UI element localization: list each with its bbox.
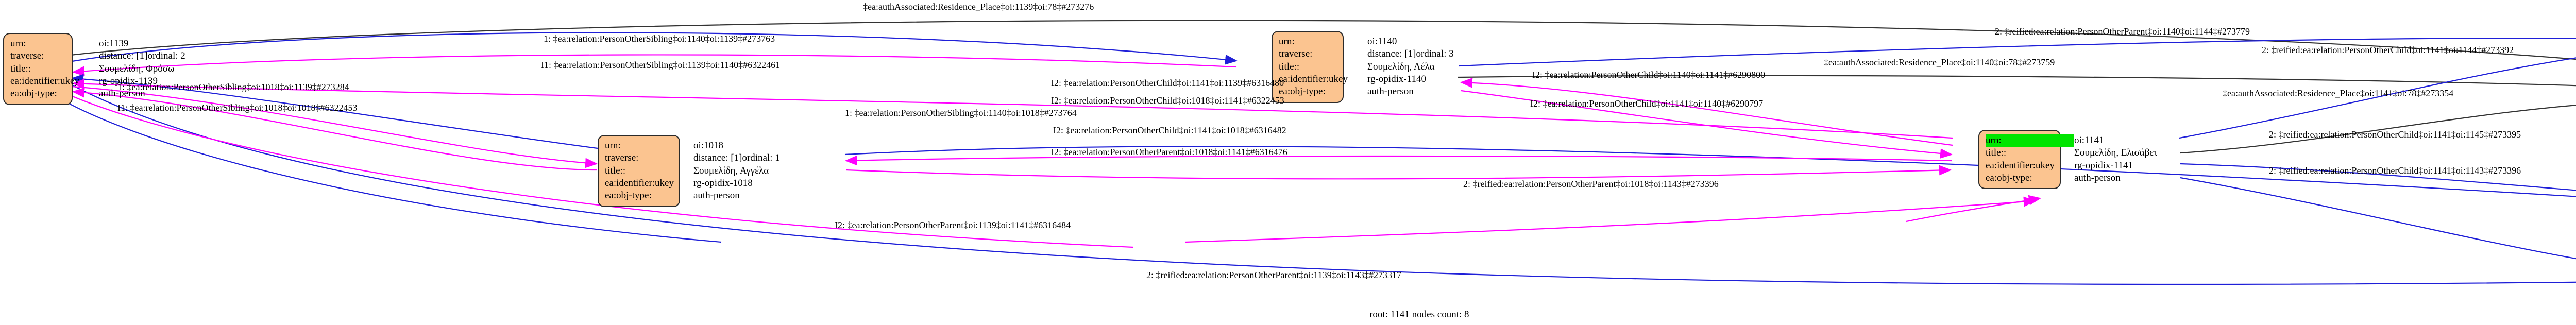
field-label-title: title::: [1986, 147, 2007, 159]
edge-label-5: 2: ‡reified:ea:relation:PersonOtherChild…: [2262, 45, 2514, 55]
node-1140-urn: oi:1140: [1367, 36, 1397, 47]
field-label-ukey: ea:identifier:ukey: [605, 177, 674, 189]
edge-label-11: I2: ‡ea:relation:PersonOtherChild‡oi:101…: [1051, 95, 1284, 106]
edge-label-7: I2: ‡ea:relation:PersonOtherChild‡oi:114…: [1051, 78, 1284, 88]
edge-label-6: ‡ea:authAssociated:Residence_Place‡oi:11…: [1824, 57, 2055, 67]
node-1018-row-ukey: ea:identifier:ukey rg-opidix-1018: [605, 177, 753, 190]
node-1140-row-urn: urn: oi:1140: [1279, 36, 1397, 48]
node-1018-title: Σουμελίδη, Αγγέλα: [693, 165, 769, 176]
field-label-objtype: ea:obj-type:: [10, 88, 57, 99]
edge-label-4: 2: ‡reified:ea:relation:PersonOtherParen…: [1995, 26, 2250, 37]
field-label-ukey: ea:identifier:ukey: [1279, 73, 1348, 84]
field-label-traverse: traverse:: [1279, 48, 1313, 60]
node-1141-title: Σουμελίδη, Ελισάβετ: [2074, 147, 2158, 159]
node-1140-ukey: rg-opidix-1140: [1367, 73, 1426, 84]
node-1141-ukey: rg-opidix-1141: [2074, 160, 2133, 171]
edge-label-8: 1: ‡ea:relation:PersonOtherSibling‡oi:10…: [117, 82, 349, 92]
node-1139-ukey: rg-opidix-1139: [99, 75, 158, 87]
field-label-urn: urn:: [1279, 36, 1295, 47]
graph-caption: root: 1141 nodes count: 8: [1369, 309, 1469, 320]
edge-label-13: ‡ea:authAssociated:Residence_Place‡oi:11…: [2223, 88, 2454, 98]
edge-label-3: I1: ‡ea:relation:PersonOtherSibling‡oi:1…: [541, 60, 781, 70]
edge-label-9: I1: ‡ea:relation:PersonOtherSibling‡oi:1…: [117, 102, 358, 113]
node-1139-row-traverse: traverse: distance: [1] ordinal: 2: [10, 50, 185, 62]
field-label-traverse: traverse:: [10, 50, 44, 62]
node-1018[interactable]: urn: oi:1018 traverse: distance: [1] ord…: [598, 135, 780, 207]
field-label-urn: urn:: [605, 140, 621, 151]
field-label-objtype: ea:obj-type:: [1279, 86, 1326, 97]
node-1139-urn: oi:1139: [99, 38, 129, 49]
node-1141-objtype: auth-person: [2074, 172, 2121, 183]
node-1139-ordinal: ordinal: 2: [147, 50, 185, 62]
node-1141-row-urn: urn: oi:1141: [1986, 134, 2104, 147]
field-label-traverse: traverse:: [605, 152, 639, 164]
node-1140-row-title: title:: Σουμελίδη, Λέλα: [1279, 61, 1435, 73]
edge-label-18: 2: ‡reified:ea:relation:PersonOtherChild…: [2269, 165, 2521, 176]
edge-label-21: 2: ‡reified:ea:relation:PersonOtherParen…: [1146, 270, 1402, 280]
node-1139-row-ukey: ea:identifier:ukey rg-opidix-1139: [10, 75, 158, 88]
node-1018-traverse: distance: [1]: [693, 152, 742, 164]
edge-label-10: I2: ‡ea:relation:PersonOtherChild‡oi:114…: [1532, 70, 1766, 80]
node-1141-row-title: title:: Σουμελίδη, Ελισάβετ: [1986, 147, 2158, 159]
field-label-ukey: ea:identifier:ukey: [10, 75, 79, 87]
node-1140[interactable]: urn: oi:1140 traverse: distance: [1] ord…: [1272, 31, 1454, 103]
node-1018-urn: oi:1018: [693, 140, 724, 151]
edge-label-20: I2: ‡ea:relation:PersonOtherParent‡oi:11…: [835, 220, 1071, 230]
node-1018-row-urn: urn: oi:1018: [605, 140, 723, 152]
field-label-title: title::: [605, 165, 626, 176]
node-1018-row-objtype: ea:obj-type: auth-person: [605, 190, 740, 202]
node-1139[interactable]: urn: oi:1139 traverse: distance: [1] ord…: [3, 33, 185, 105]
field-label-title: title::: [10, 63, 31, 74]
node-1140-row-objtype: ea:obj-type: auth-person: [1279, 85, 1414, 98]
node-1141-row-objtype: ea:obj-type: auth-person: [1986, 172, 2121, 184]
node-1139-row-objtype: ea:obj-type: auth-person: [10, 88, 145, 100]
edge-label-1: ‡ea:authAssociated:Residence_Place‡oi:11…: [863, 2, 1094, 12]
node-1141[interactable]: urn: oi:1141 title:: Σουμελίδη, Ελισάβετ…: [1978, 130, 2158, 190]
edge-label-19: 2: ‡reified:ea:relation:PersonOtherParen…: [1463, 179, 1719, 189]
node-1018-row-title: title:: Σουμελίδη, Αγγέλα: [605, 165, 769, 177]
node-1018-ordinal: ordinal: 1: [742, 152, 780, 164]
field-label-title: title::: [1279, 61, 1300, 72]
node-1139-objtype: auth-person: [99, 88, 145, 99]
edge-label-15: 2: ‡reified:ea:relation:PersonOtherChild…: [2269, 129, 2521, 140]
node-1018-ukey: rg-opidix-1018: [693, 177, 753, 189]
field-label-objtype: ea:obj-type:: [605, 190, 652, 201]
node-1140-traverse: distance: [1]: [1367, 48, 1416, 60]
node-1141-urn: oi:1141: [2074, 135, 2104, 146]
field-label-urn: urn:: [1986, 134, 2074, 147]
edge-label-14: 1: ‡ea:relation:PersonOtherSibling‡oi:11…: [845, 108, 1077, 118]
node-1139-title: Σουμελίδη, Φρόσω: [99, 63, 175, 74]
edge-label-16: I2: ‡ea:relation:PersonOtherChild‡oi:114…: [1053, 125, 1286, 135]
node-1139-row-urn: urn: oi:1139: [10, 38, 128, 50]
edge-label-2: 1: ‡ea:relation:PersonOtherSibling‡oi:11…: [544, 33, 775, 44]
node-1139-traverse: distance: [1]: [99, 50, 148, 62]
node-1140-ordinal: ordinal: 3: [1416, 48, 1454, 60]
node-1141-row-ukey: ea:identifier:ukey rg-opidix-1141: [1986, 160, 2133, 172]
node-1140-row-traverse: traverse: distance: [1] ordinal: 3: [1279, 48, 1454, 60]
node-1018-row-traverse: traverse: distance: [1] ordinal: 1: [605, 152, 780, 164]
field-label-objtype: ea:obj-type:: [1986, 172, 2032, 183]
edge-label-12: I2: ‡ea:relation:PersonOtherChild‡oi:114…: [1530, 98, 1764, 109]
node-1140-objtype: auth-person: [1367, 86, 1414, 97]
field-label-urn: urn:: [10, 38, 26, 49]
field-label-ukey: ea:identifier:ukey: [1986, 160, 2055, 171]
node-1140-row-ukey: ea:identifier:ukey rg-opidix-1140: [1279, 73, 1426, 85]
node-1139-row-title: title:: Σουμελίδη, Φρόσω: [10, 63, 174, 75]
node-1140-title: Σουμελίδη, Λέλα: [1367, 61, 1435, 72]
node-1018-objtype: auth-person: [693, 190, 740, 201]
edge-label-17: I2: ‡ea:relation:PersonOtherParent‡oi:10…: [1051, 147, 1287, 157]
